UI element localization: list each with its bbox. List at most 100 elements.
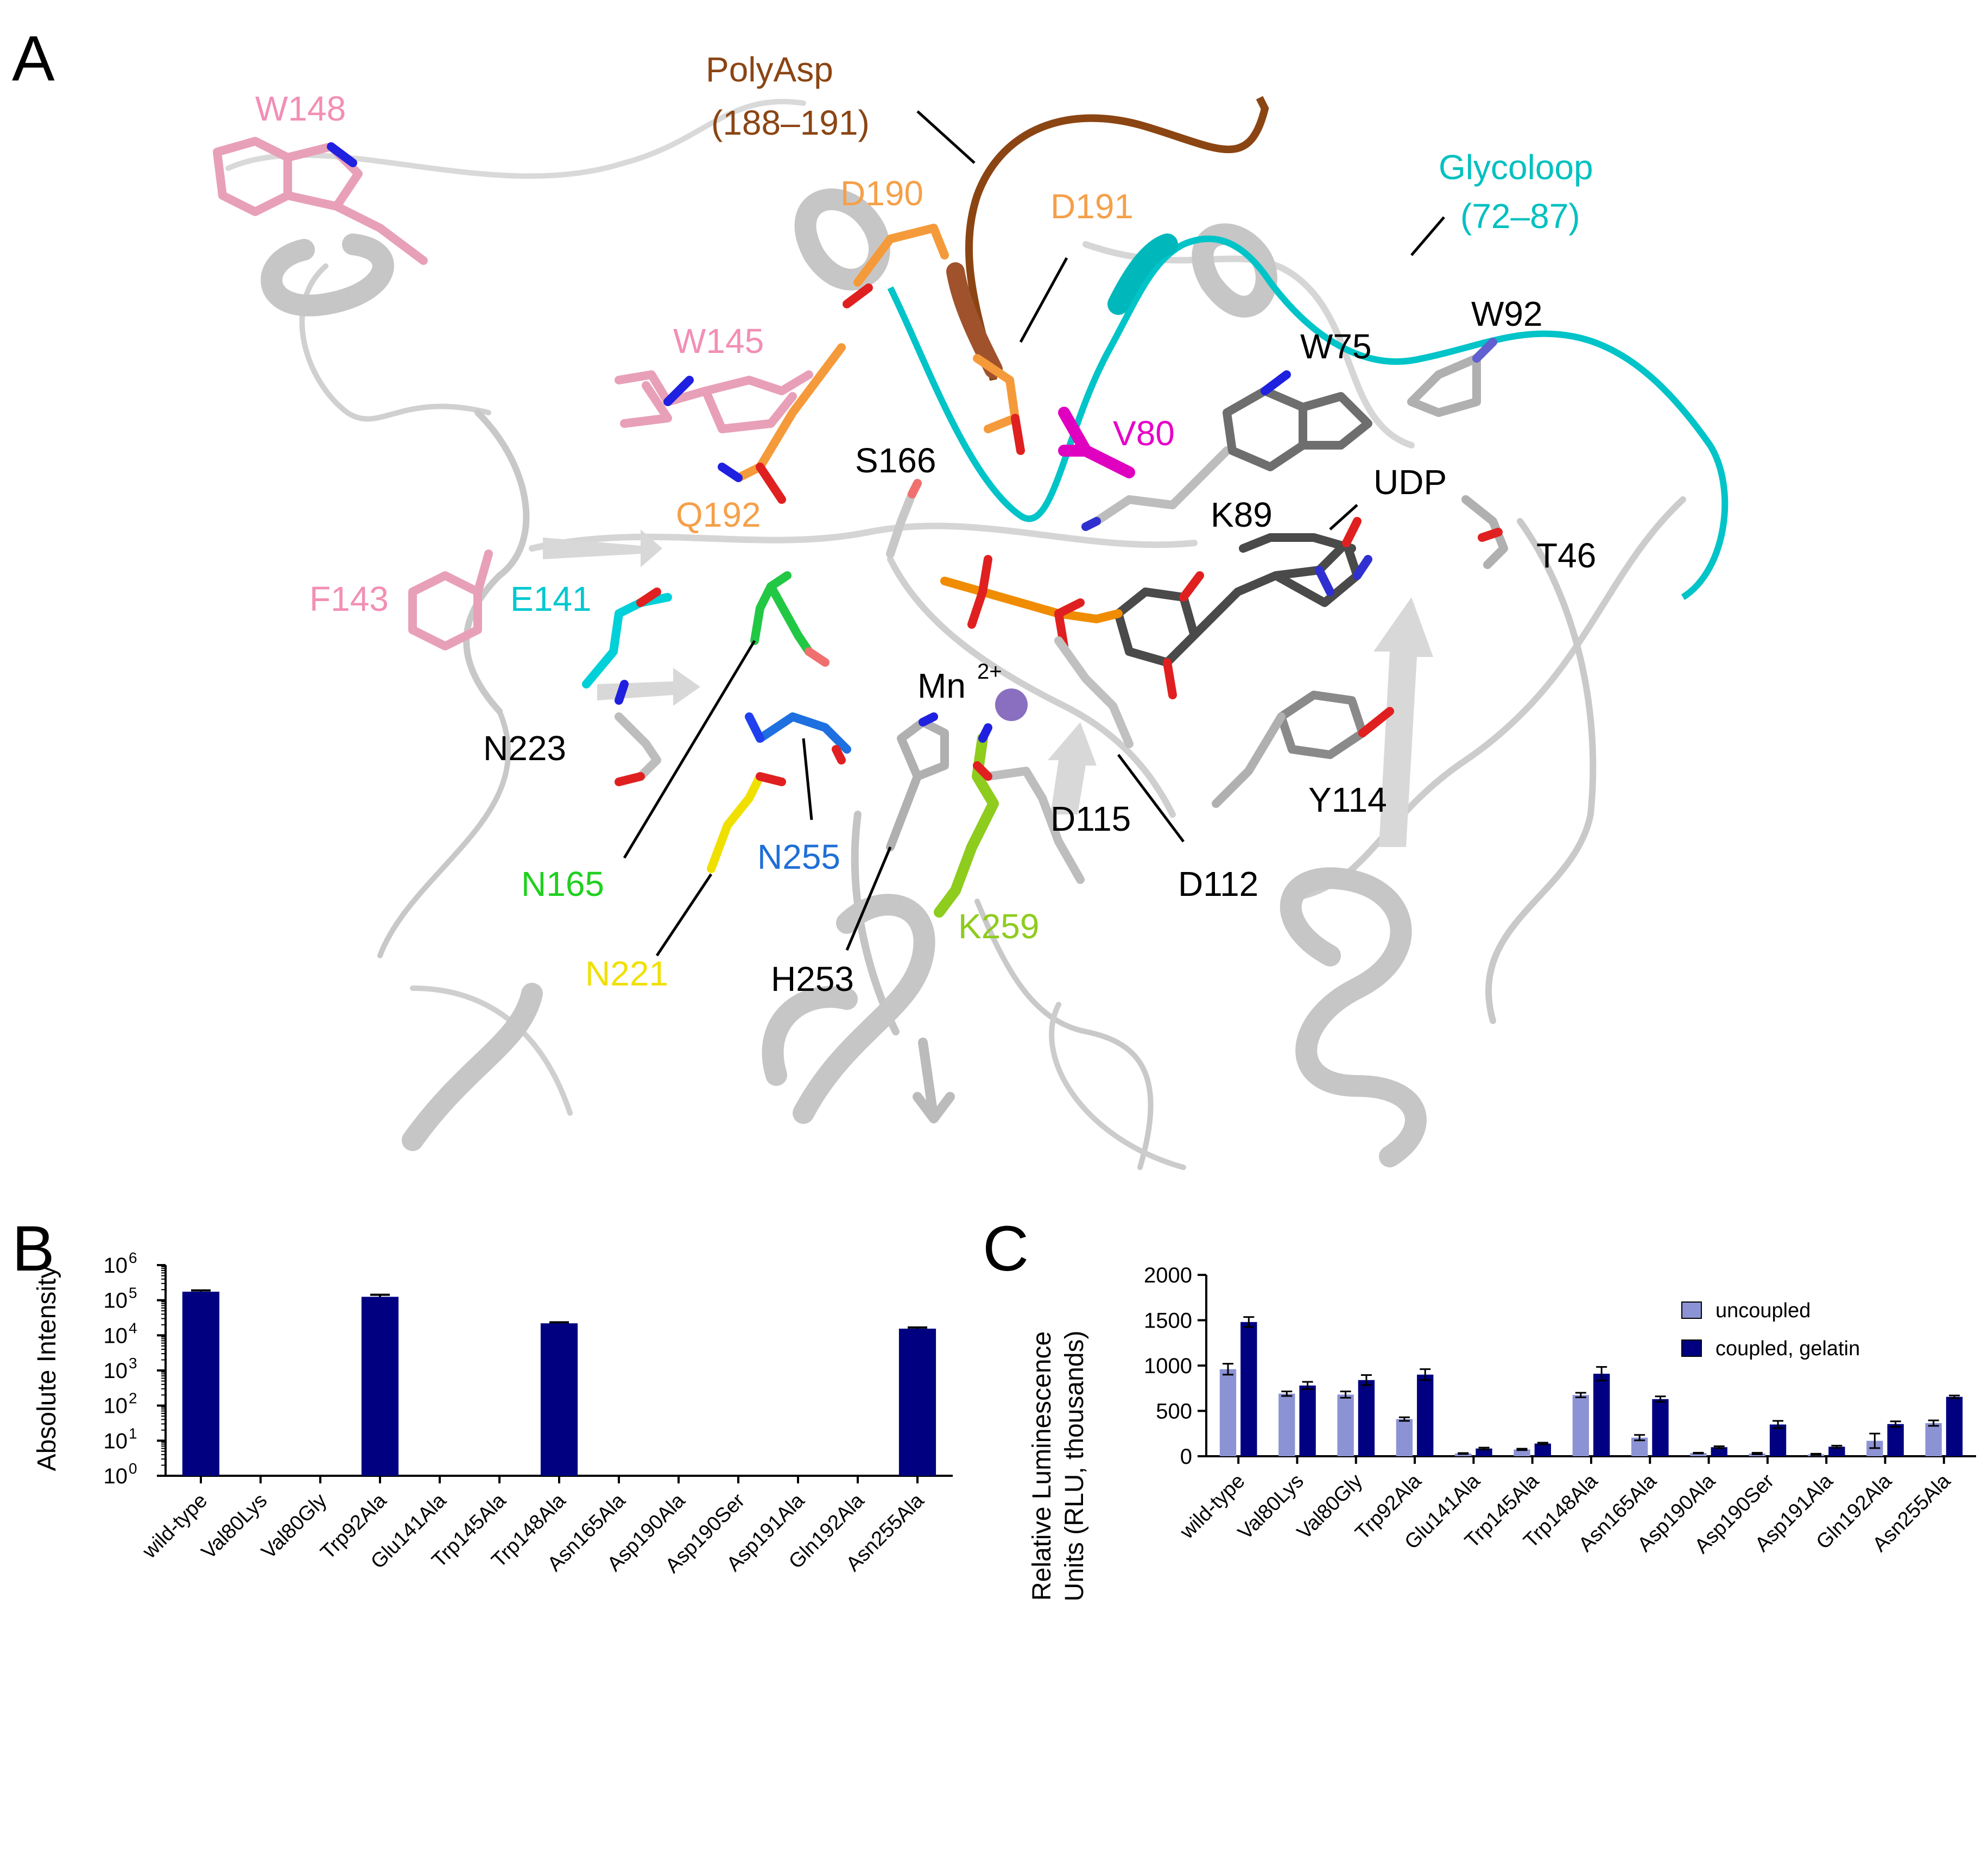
- bar-trp92ala: [361, 1297, 399, 1476]
- label-s166: S166: [855, 441, 936, 480]
- y-tick-label: 10: [104, 1359, 128, 1383]
- category-label-val80lys: Val80Lys: [1234, 1470, 1308, 1544]
- chart-c-legend: uncoupled coupled, gelatin: [1681, 1299, 1860, 1360]
- bar-uncoupled-glu141ala: [1455, 1453, 1472, 1456]
- bar-uncoupled-trp148ala: [1572, 1395, 1589, 1456]
- y-tick-label: 0: [1180, 1445, 1192, 1469]
- label-n223: N223: [483, 729, 566, 768]
- label-y114: Y114: [1308, 780, 1387, 819]
- y-tick-label: 10: [104, 1324, 128, 1348]
- chart-b-bars: [182, 1289, 936, 1483]
- bar-coupled-gelatin-glu141ala: [1476, 1448, 1492, 1456]
- glycoloop-helix: [1107, 233, 1178, 315]
- label-k259: K259: [958, 907, 1039, 946]
- chart-b-y-axis-title: Absolute Intensity: [33, 1266, 61, 1471]
- bar-wild-type: [182, 1291, 220, 1476]
- bar-coupled-gelatin-val80gly: [1358, 1380, 1375, 1456]
- bar-uncoupled-trp145ala: [1514, 1449, 1530, 1456]
- label-polyasp-range: (188–191): [711, 103, 870, 142]
- bar-uncoupled-asp190ala: [1690, 1453, 1707, 1456]
- panel-c-chart: C 0 500 1000 1500 2000 wild-typeVal80LysVal8…: [983, 1213, 1976, 1601]
- y-tick-exponent: 0: [129, 1460, 137, 1477]
- mn-ion-sphere: [995, 688, 1028, 721]
- y-tick-label: 10: [104, 1394, 128, 1418]
- label-udp: UDP: [1373, 463, 1447, 502]
- label-d112: D112: [1178, 864, 1258, 903]
- label-d191: D191: [1050, 187, 1134, 226]
- y-tick-label: 1500: [1144, 1309, 1192, 1333]
- category-label-wild-type: wild-type: [138, 1489, 212, 1563]
- bar-coupled-gelatin-trp92ala: [1417, 1374, 1434, 1456]
- y-tick-exponent: 5: [129, 1285, 137, 1301]
- label-v80: V80: [1113, 414, 1175, 453]
- label-q192: Q192: [676, 495, 761, 534]
- bar-coupled-gelatin-asn255ala: [1946, 1397, 1963, 1456]
- label-f143: F143: [309, 579, 389, 618]
- bar-uncoupled-trp92ala: [1396, 1419, 1413, 1456]
- label-glycoloop: Glycoloop: [1439, 148, 1593, 187]
- y-tick-exponent: 3: [129, 1355, 137, 1372]
- polyasp-loop: [965, 96, 1269, 381]
- y-tick-label: 10: [104, 1464, 128, 1488]
- bar-coupled-gelatin-gln192ala: [1887, 1424, 1904, 1456]
- bar-uncoupled-val80gly: [1337, 1394, 1354, 1456]
- label-polyasp: PolyAsp: [706, 50, 833, 89]
- label-mn: Mn: [917, 666, 966, 705]
- panel-a-letter: A: [12, 23, 55, 94]
- legend-label-uncoupled: uncoupled: [1715, 1299, 1810, 1322]
- label-e141: E141: [510, 579, 591, 618]
- chart-c-bars: [1219, 1316, 1963, 1464]
- y-tick-label: 10: [104, 1429, 128, 1453]
- label-w148: W148: [255, 89, 346, 128]
- y-tick-label: 2000: [1144, 1263, 1192, 1287]
- label-n165: N165: [521, 864, 604, 903]
- label-k89: K89: [1211, 495, 1272, 534]
- bar-coupled-gelatin-asp190ala: [1711, 1447, 1727, 1456]
- bar-asn255ala: [898, 1329, 936, 1476]
- label-glycoloop-range: (72–87): [1460, 197, 1580, 236]
- legend-swatch-coupled-gelatin: [1681, 1339, 1702, 1357]
- y-tick-exponent: 1: [129, 1425, 137, 1442]
- y-tick-label: 500: [1156, 1400, 1192, 1424]
- bar-coupled-gelatin-trp148ala: [1593, 1374, 1610, 1456]
- bar-uncoupled-val80lys: [1278, 1393, 1295, 1456]
- glycoloop: [887, 235, 1729, 601]
- side-chains: [213, 137, 1508, 918]
- label-n221: N221: [585, 954, 668, 993]
- y-tick-exponent: 6: [129, 1249, 137, 1266]
- panel-a-structure: A: [12, 23, 1729, 1170]
- label-d115: D115: [1050, 799, 1131, 838]
- bar-trp148ala: [540, 1323, 578, 1476]
- bar-coupled-gelatin-val80lys: [1299, 1385, 1316, 1456]
- label-w75: W75: [1300, 327, 1372, 366]
- panel-b-letter: B: [12, 1213, 55, 1285]
- label-mn-charge: 2+: [977, 660, 1002, 684]
- y-tick-exponent: 2: [129, 1390, 137, 1407]
- polyasp-loop-thick: [946, 262, 1003, 378]
- chart-c-category-labels: wild-typeVal80LysVal80GlyTrp92AlaGlu141A…: [1175, 1469, 1955, 1558]
- chart-c-y-axis-title-line1: Relative Luminescence: [1028, 1331, 1056, 1601]
- label-w92: W92: [1471, 294, 1543, 333]
- bar-coupled-gelatin-asp190ser: [1769, 1424, 1787, 1456]
- y-tick-label: 1000: [1144, 1354, 1192, 1378]
- bar-coupled-gelatin-asp191ala: [1828, 1446, 1845, 1456]
- chart-c-y-axis-title-line2: Units (RLU, thousands): [1060, 1331, 1089, 1602]
- bar-uncoupled-asn255ala: [1925, 1423, 1942, 1456]
- panel-c-letter: C: [983, 1213, 1029, 1285]
- helix-coils: [261, 188, 1427, 1167]
- y-tick-exponent: 4: [129, 1319, 137, 1336]
- y-tick-label: 10: [104, 1289, 128, 1313]
- label-w145: W145: [673, 321, 764, 361]
- bar-coupled-gelatin-asn165ala: [1652, 1399, 1669, 1456]
- bar-coupled-gelatin-wild-type: [1240, 1322, 1257, 1456]
- label-d190: D190: [840, 174, 923, 213]
- leader-lines: [623, 110, 1445, 957]
- bar-uncoupled-wild-type: [1219, 1369, 1237, 1456]
- chart-b-category-labels: wild-typeVal80LysVal80GlyTrp92AlaGlu141A…: [138, 1489, 929, 1577]
- label-h253: H253: [771, 959, 854, 999]
- category-label-val80lys: Val80Lys: [197, 1489, 271, 1564]
- protein-ribbon: [225, 99, 1686, 1170]
